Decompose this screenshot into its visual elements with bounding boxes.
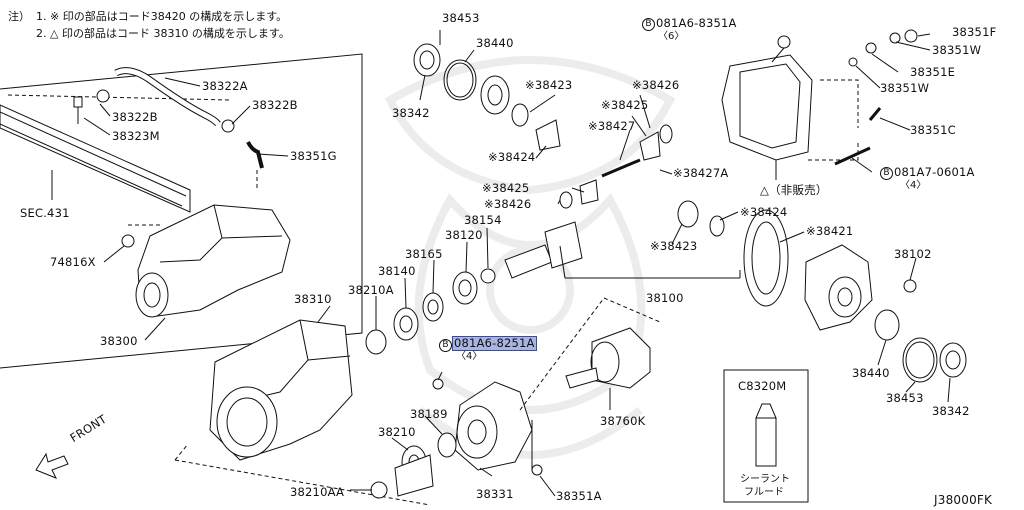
part-label-38453-top[interactable]: 38453 <box>442 11 480 25</box>
sealant-code[interactable]: C8320M <box>738 379 787 393</box>
bolt-marker-b: B <box>439 339 452 352</box>
part-label-38120[interactable]: 38120 <box>445 228 483 242</box>
part-label-38165[interactable]: 38165 <box>405 247 443 261</box>
not-sold-label: △（非販売） <box>760 183 828 197</box>
part-label-38453-bottom[interactable]: 38453 <box>886 391 924 405</box>
part-label-38423-top[interactable]: ※38423 <box>525 78 573 92</box>
part-label-38760K[interactable]: 38760K <box>600 414 646 428</box>
part-label-081A6-8251A-highlighted[interactable]: 081A6-8251A <box>452 336 537 351</box>
note-line-2: 2. △ 印の部品はコード 38310 の構成を示します。 <box>36 27 290 40</box>
part-label-081A7-0601A[interactable]: 081A7-0601A <box>894 165 975 179</box>
part-label-38102[interactable]: 38102 <box>894 247 932 261</box>
part-label-38331[interactable]: 38331 <box>476 487 514 501</box>
qty-081A6-8351A: 〈6〉 <box>658 31 685 42</box>
diagram-code: J38000FK <box>934 493 993 507</box>
part-label-081A6-8351A[interactable]: 081A6-8351A <box>656 16 737 30</box>
part-label-38425-mid[interactable]: ※38425 <box>482 181 530 195</box>
part-label-38140[interactable]: 38140 <box>378 264 416 278</box>
section-ref[interactable]: SEC.431 <box>20 206 70 220</box>
part-label-38427A[interactable]: ※38427A <box>673 166 729 180</box>
part-label-38322A[interactable]: 38322A <box>202 79 248 93</box>
part-label-38322B-left[interactable]: 38322B <box>112 110 158 124</box>
part-label-74816X[interactable]: 74816X <box>50 255 96 269</box>
part-label-38440-top[interactable]: 38440 <box>476 36 514 50</box>
part-label-38440-bottom[interactable]: 38440 <box>852 366 890 380</box>
part-label-38323M[interactable]: 38323M <box>112 129 160 143</box>
inset-frame <box>0 53 363 369</box>
bolt-marker-b: B <box>880 167 893 180</box>
part-label-38424-mid[interactable]: ※38424 <box>740 205 788 219</box>
part-label-38351C[interactable]: 38351C <box>910 123 956 137</box>
part-label-38423-mid[interactable]: ※38423 <box>650 239 698 253</box>
notes-prefix: 注） <box>8 10 30 23</box>
sealant-label-line2: フルード <box>744 487 784 498</box>
part-label-38425-top[interactable]: ※38425 <box>601 98 649 112</box>
part-label-38351F[interactable]: 38351F <box>952 25 997 39</box>
part-label-38210AA[interactable]: 38210AA <box>290 485 345 499</box>
part-label-38421[interactable]: ※38421 <box>806 224 854 238</box>
note-line-1: 1. ※ 印の部品はコード38420 の構成を示します。 <box>36 10 288 23</box>
sealant-label-line1: シーラント <box>740 474 790 485</box>
qty-081A6-8251A: 〈4〉 <box>456 351 483 362</box>
part-label-38351A[interactable]: 38351A <box>556 489 602 503</box>
part-label-38342-bottom[interactable]: 38342 <box>932 404 970 418</box>
part-label-38322B-right[interactable]: 38322B <box>252 98 298 112</box>
part-label-38210A[interactable]: 38210A <box>348 283 394 297</box>
qty-081A7-0601A: 〈4〉 <box>900 180 927 191</box>
part-label-38189[interactable]: 38189 <box>410 407 448 421</box>
part-label-38426-mid[interactable]: ※38426 <box>484 197 532 211</box>
part-label-38351G[interactable]: 38351G <box>290 149 337 163</box>
part-label-38424-top[interactable]: ※38424 <box>488 150 536 164</box>
part-label-38100[interactable]: 38100 <box>646 291 684 305</box>
part-label-38351E[interactable]: 38351E <box>910 65 956 79</box>
part-label-38154[interactable]: 38154 <box>464 213 502 227</box>
part-label-38300[interactable]: 38300 <box>100 334 138 348</box>
part-label-38310[interactable]: 38310 <box>294 292 332 306</box>
part-label-38351W-a[interactable]: 38351W <box>932 43 982 57</box>
bolt-marker-b: B <box>642 18 655 31</box>
part-label-38426-top[interactable]: ※38426 <box>632 78 680 92</box>
part-label-38351W-b[interactable]: 38351W <box>880 81 930 95</box>
part-label-38427[interactable]: ※38427 <box>588 119 636 133</box>
part-label-38342-top[interactable]: 38342 <box>392 106 430 120</box>
part-label-38210[interactable]: 38210 <box>378 425 416 439</box>
